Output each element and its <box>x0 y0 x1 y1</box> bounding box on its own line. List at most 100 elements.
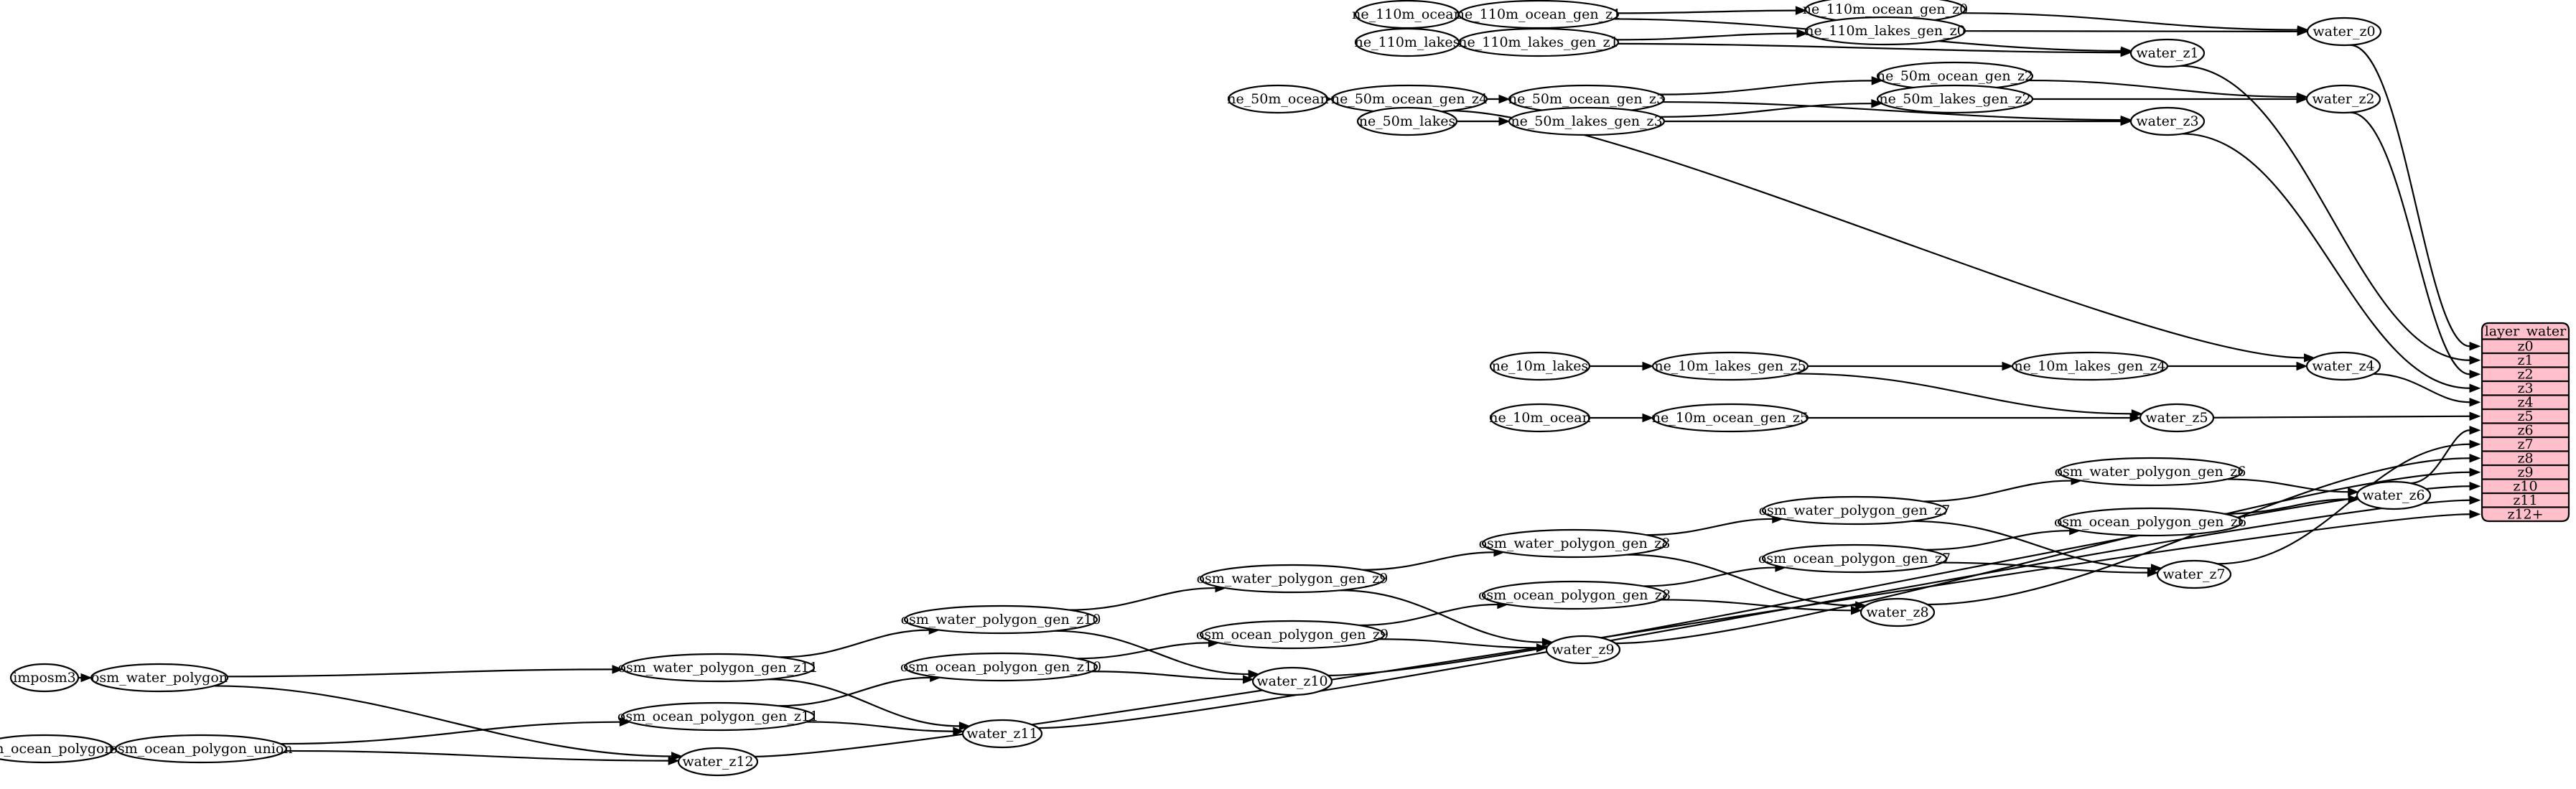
node-shape-osm_water_polygon_gen_z7[interactable] <box>1761 495 1948 526</box>
edge-ne_50m_lakes_gen_z3-to-ne_50m_lakes_gen_z2 <box>1660 103 1872 118</box>
edge-layer <box>78 6 2481 765</box>
node-shape-osm_water_polygon_gen_z9[interactable] <box>1199 564 1386 594</box>
node-shape-osm_water_polygon_gen_z11[interactable] <box>620 653 816 683</box>
node-shape-osm_ocean_polygon_gen_z10[interactable] <box>903 652 1098 682</box>
node-osm_water_polygon_gen_z10[interactable]: osm_water_polygon_gen_z10 <box>901 604 1101 635</box>
node-osm_water_polygon_gen_z7[interactable]: osm_water_polygon_gen_z7 <box>1759 495 1951 526</box>
node-osm_ocean_polygon[interactable]: osm_ocean_polygon <box>0 734 114 764</box>
node-osm_ocean_polygon_gen_z7[interactable]: osm_ocean_polygon_gen_z7 <box>1758 543 1951 574</box>
node-shape-water_z4[interactable] <box>2305 351 2381 381</box>
node-water_z6[interactable]: water_z6 <box>2356 480 2432 510</box>
node-shape-imposm3[interactable] <box>9 663 80 693</box>
node-ne_110m_ocean[interactable]: ne_110m_ocean <box>1352 0 1462 29</box>
edge-ne_10m_lakes_gen_z5-to-water_z5 <box>1795 373 2132 415</box>
edge-osm_water_polygon_gen_z11-to-osm_water_polygon_gen_z10 <box>779 629 930 658</box>
node-shape-water_z12[interactable] <box>677 747 759 777</box>
node-osm_water_polygon_gen_z6[interactable]: osm_water_polygon_gen_z6 <box>2055 457 2246 487</box>
node-shape-water_z6[interactable] <box>2356 480 2432 510</box>
edge-arrowhead <box>2002 361 2014 371</box>
edge-osm_water_polygon_gen_z7-to-osm_water_polygon_gen_z6 <box>1923 480 2072 503</box>
node-shape-ne_10m_lakes_gen_z5[interactable] <box>1651 351 1809 381</box>
node-water_z2[interactable]: water_z2 <box>2305 84 2381 114</box>
node-ne_10m_ocean_gen_z5[interactable]: ne_10m_ocean_gen_z5 <box>1651 403 1809 433</box>
edge-arrowhead <box>1541 638 1554 647</box>
node-shape-osm_ocean_polygon_gen_z6[interactable] <box>2057 507 2244 537</box>
node-ne_10m_lakes_gen_z4[interactable]: ne_10m_lakes_gen_z4 <box>2011 351 2169 381</box>
node-imposm3[interactable]: imposm3 <box>9 663 80 693</box>
node-shape-ne_110m_ocean_gen_z1[interactable] <box>1457 0 1620 29</box>
node-shape-ne_110m_ocean[interactable] <box>1354 0 1460 29</box>
node-shape-ne_110m_lakes_gen_z0[interactable] <box>1804 16 1966 46</box>
node-shape-water_z0[interactable] <box>2306 17 2382 47</box>
node-ne_50m_lakes[interactable]: ne_50m_lakes <box>1356 106 1458 136</box>
node-shape-ne_10m_ocean_gen_z5[interactable] <box>1651 403 1809 433</box>
node-osm_ocean_polygon_gen_z9[interactable]: osm_ocean_polygon_gen_z9 <box>1196 620 1389 650</box>
node-osm_ocean_polygon_gen_z10[interactable]: osm_ocean_polygon_gen_z10 <box>900 652 1101 682</box>
node-shape-water_z8[interactable] <box>1859 597 1936 627</box>
node-ne_50m_lakes_gen_z2[interactable]: ne_50m_lakes_gen_z2 <box>1876 84 2034 114</box>
edge-arrowhead <box>2296 94 2308 104</box>
node-water_z4[interactable]: water_z4 <box>2305 351 2381 381</box>
node-water_z9[interactable]: water_z9 <box>1545 635 1621 665</box>
node-shape-water_z5[interactable] <box>2139 403 2215 433</box>
edge-arrowhead <box>671 752 683 761</box>
node-shape-osm_ocean_polygon_gen_z7[interactable] <box>1761 543 1948 574</box>
node-shape-water_z11[interactable] <box>961 719 1043 749</box>
node-shape-ne_110m_lakes[interactable] <box>1354 27 1460 57</box>
node-shape-osm_water_polygon_gen_z6[interactable] <box>2057 457 2244 487</box>
node-osm_ocean_polygon_gen_z6[interactable]: osm_ocean_polygon_gen_z6 <box>2054 507 2246 537</box>
node-water_z5[interactable]: water_z5 <box>2139 403 2215 433</box>
edge-osm_ocean_polygon_gen_z10-to-osm_ocean_polygon_gen_z9 <box>1076 642 1209 660</box>
node-water_z1[interactable]: water_z1 <box>2129 38 2206 68</box>
node-shape-water_z9[interactable] <box>1545 635 1621 665</box>
node-shape-ne_10m_ocean[interactable] <box>1489 403 1591 433</box>
node-ne_10m_lakes_gen_z5[interactable]: ne_10m_lakes_gen_z5 <box>1651 351 1809 381</box>
node-osm_ocean_polygon_gen_z11[interactable]: osm_ocean_polygon_gen_z11 <box>617 701 818 732</box>
edge-arrowhead <box>2120 116 2132 126</box>
node-shape-ne_10m_lakes_gen_z4[interactable] <box>2011 351 2169 381</box>
node-shape-ne_110m_lakes_gen_z1[interactable] <box>1457 27 1620 57</box>
node-osm_ocean_polygon_union[interactable]: osm_ocean_polygon_union <box>109 734 293 764</box>
node-water_z8[interactable]: water_z8 <box>1859 597 1936 627</box>
edge-water_z12-to-layer_water-z12+ <box>754 513 2470 757</box>
node-osm_water_polygon_gen_z9[interactable]: osm_water_polygon_gen_z9 <box>1197 564 1389 594</box>
node-shape-ne_50m_lakes_gen_z2[interactable] <box>1876 84 2034 114</box>
node-shape-ne_10m_lakes[interactable] <box>1489 351 1591 381</box>
node-osm_water_polygon_gen_z8[interactable]: osm_water_polygon_gen_z8 <box>1479 528 1671 559</box>
node-water_z11[interactable]: water_z11 <box>961 719 1043 749</box>
node-water_z10[interactable]: water_z10 <box>1251 666 1333 696</box>
edge-ne_50m_ocean_gen_z3-to-water_z3 <box>1662 101 2122 121</box>
node-shape-water_z1[interactable] <box>2129 38 2206 68</box>
node-ne_110m_lakes[interactable]: ne_110m_lakes <box>1354 27 1460 57</box>
edge-osm_ocean_polygon_gen_z10-to-water_z10 <box>1091 671 1243 681</box>
node-shape-ne_50m_lakes_gen_z3[interactable] <box>1508 106 1666 136</box>
node-water_z7[interactable]: water_z7 <box>2156 559 2232 589</box>
node-ne_50m_ocean[interactable]: ne_50m_ocean <box>1227 84 1329 114</box>
node-shape-osm_water_polygon[interactable] <box>90 663 229 693</box>
node-shape-water_z7[interactable] <box>2156 559 2232 589</box>
node-shape-water_z2[interactable] <box>2305 84 2381 114</box>
node-shape-osm_water_polygon_gen_z10[interactable] <box>903 604 1098 635</box>
node-shape-osm_ocean_polygon_gen_z9[interactable] <box>1199 620 1386 650</box>
node-shape-osm_ocean_polygon_gen_z8[interactable] <box>1481 580 1668 610</box>
node-shape-ne_50m_ocean[interactable] <box>1227 84 1329 114</box>
node-shape-water_z3[interactable] <box>2129 106 2206 136</box>
node-ne_110m_lakes_gen_z0[interactable]: ne_110m_lakes_gen_z0 <box>1804 16 1966 46</box>
node-osm_ocean_polygon_gen_z8[interactable]: osm_ocean_polygon_gen_z8 <box>1478 580 1671 610</box>
node-shape-osm_ocean_polygon_union[interactable] <box>114 734 288 764</box>
node-osm_water_polygon[interactable]: osm_water_polygon <box>90 663 229 693</box>
node-ne_10m_lakes[interactable]: ne_10m_lakes <box>1489 351 1591 381</box>
node-ne_110m_ocean_gen_z1[interactable]: ne_110m_ocean_gen_z1 <box>1456 0 1621 29</box>
node-water_z0[interactable]: water_z0 <box>2306 17 2382 47</box>
node-osm_water_polygon_gen_z11[interactable]: osm_water_polygon_gen_z11 <box>618 653 818 683</box>
node-ne_50m_lakes_gen_z3[interactable]: ne_50m_lakes_gen_z3 <box>1508 106 1666 136</box>
node-shape-water_z10[interactable] <box>1251 666 1333 696</box>
node-ne_110m_lakes_gen_z1[interactable]: ne_110m_lakes_gen_z1 <box>1457 27 1620 57</box>
node-water_z12[interactable]: water_z12 <box>677 747 759 777</box>
node-shape-osm_ocean_polygon_gen_z11[interactable] <box>620 701 816 732</box>
node-shape-osm_ocean_polygon[interactable] <box>0 734 114 764</box>
node-water_z3[interactable]: water_z3 <box>2129 106 2206 136</box>
node-shape-ne_50m_lakes[interactable] <box>1356 106 1458 136</box>
node-shape-osm_water_polygon_gen_z8[interactable] <box>1481 528 1668 559</box>
node-ne_10m_ocean[interactable]: ne_10m_ocean <box>1489 403 1591 433</box>
